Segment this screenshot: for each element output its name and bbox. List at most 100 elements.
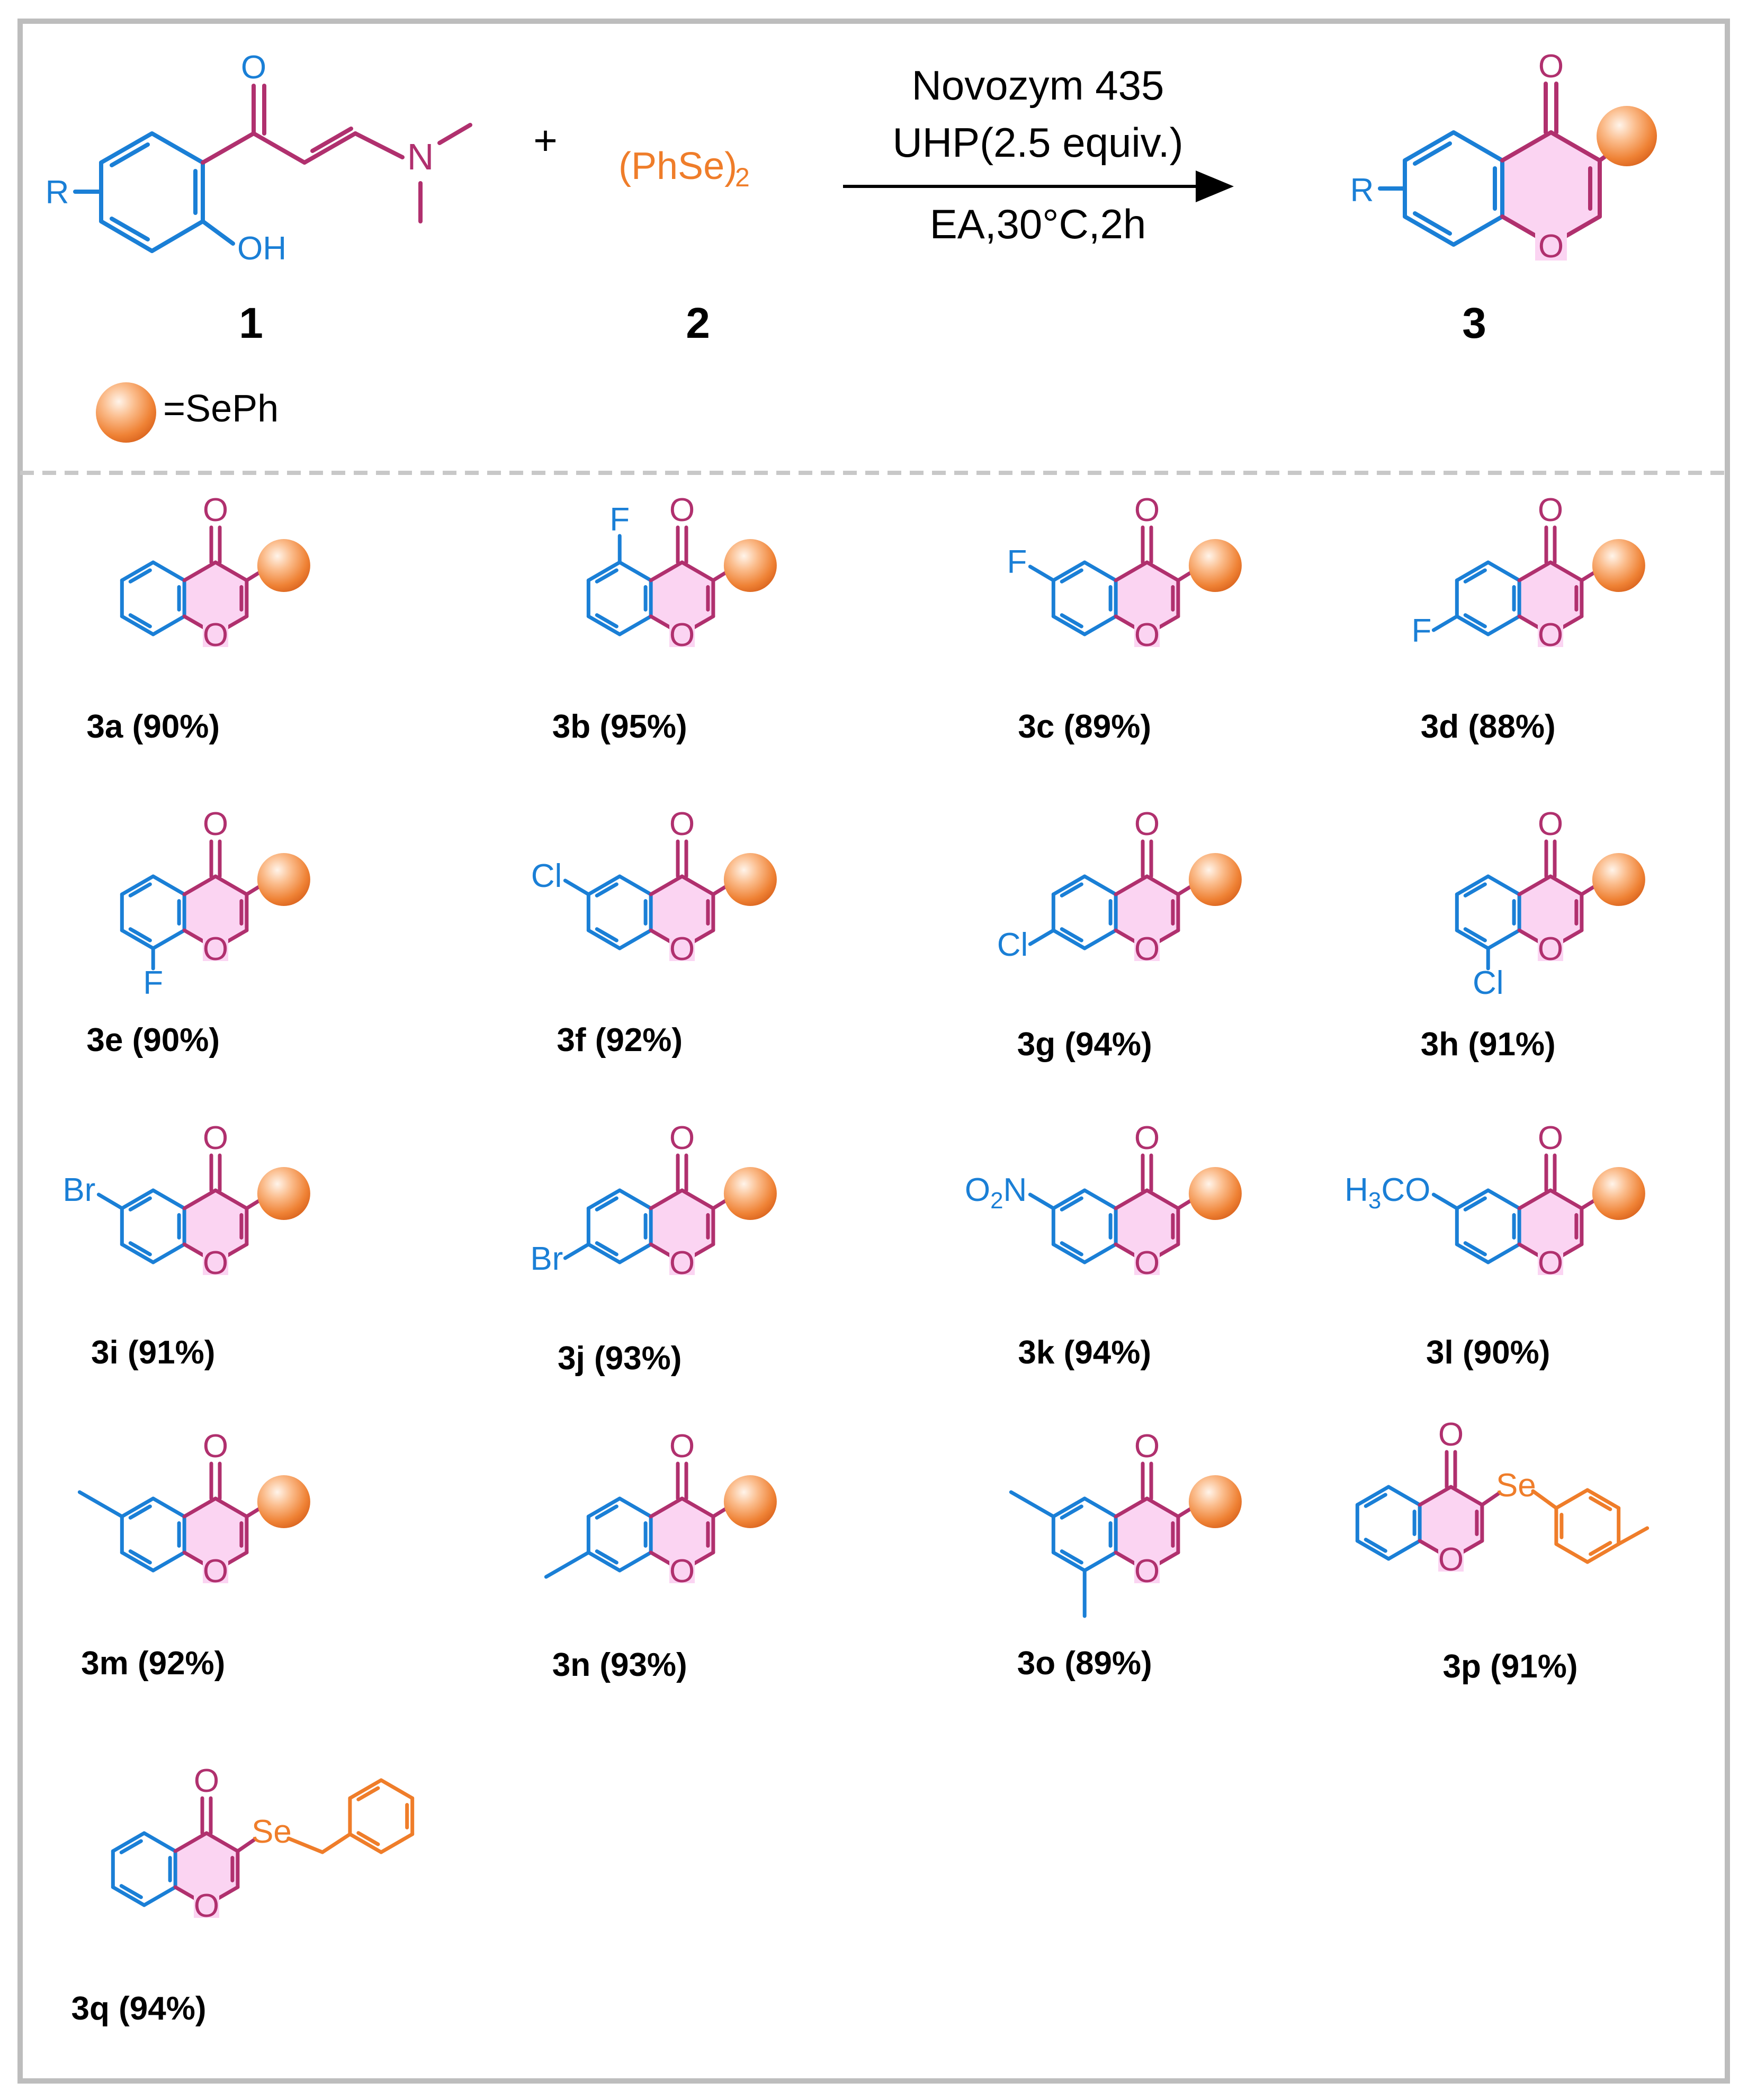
carbonyl-o-label: O bbox=[1538, 48, 1564, 85]
substituent-text: F bbox=[1411, 613, 1431, 649]
substituent-subscript: 3 bbox=[1368, 1188, 1381, 1214]
substituent-text: O bbox=[965, 1172, 990, 1208]
substituent-label: Cl bbox=[531, 858, 562, 894]
ring-oxygen-label: O bbox=[1538, 228, 1564, 265]
ring-oxygen-label: O bbox=[1538, 931, 1563, 967]
substituent-text: Br bbox=[62, 1172, 95, 1208]
carbonyl-o-label: O bbox=[669, 1120, 695, 1156]
compound-number-2: 2 bbox=[686, 299, 710, 347]
product-label: 3e (90%) bbox=[86, 1022, 220, 1058]
compound-number-3: 3 bbox=[1462, 299, 1486, 347]
product-label: 3o (89%) bbox=[1017, 1645, 1152, 1682]
carbonyl-o-label: O bbox=[1134, 1428, 1160, 1465]
seph-ball-icon bbox=[257, 1167, 310, 1220]
substituent-label: F bbox=[143, 965, 163, 1001]
product-structure: O O F 3c (89%) bbox=[1007, 492, 1242, 745]
substituent-text: Cl bbox=[1473, 965, 1504, 1001]
seph-legend: =SePh bbox=[96, 382, 279, 443]
seph-ball-icon bbox=[257, 1475, 310, 1528]
substituent-label: O2N bbox=[965, 1172, 1027, 1214]
carbonyl-o-label: O bbox=[203, 1120, 228, 1156]
seph-ball-icon bbox=[723, 1475, 777, 1528]
carbonyl-o-label: O bbox=[669, 1428, 695, 1465]
seph-ball-icon bbox=[1597, 106, 1657, 166]
product-label: 3l (90%) bbox=[1426, 1334, 1550, 1371]
seph-ball-icon bbox=[1188, 1167, 1242, 1220]
ring-oxygen-label: O bbox=[1438, 1541, 1464, 1578]
ring-oxygen-label: O bbox=[1134, 1553, 1160, 1590]
substituent-label: Br bbox=[530, 1241, 563, 1277]
substituent-text: Cl bbox=[531, 858, 562, 894]
product-label: 3p (91%) bbox=[1443, 1648, 1578, 1685]
ring-oxygen-label: O bbox=[669, 931, 695, 967]
plus-sign: + bbox=[533, 117, 558, 164]
ring-oxygen-label: O bbox=[669, 1245, 695, 1281]
seph-ball-icon bbox=[96, 382, 156, 443]
substituent-label: F bbox=[609, 501, 630, 538]
substituent-text: Br bbox=[530, 1241, 563, 1277]
seph-ball-icon bbox=[723, 853, 777, 906]
product-label: 3d (88%) bbox=[1421, 708, 1556, 745]
substituent-tail: N bbox=[1003, 1172, 1027, 1208]
seph-ball-icon bbox=[1188, 853, 1242, 906]
r-group-label: R bbox=[1350, 172, 1374, 209]
carbonyl-o-label: O bbox=[203, 1428, 228, 1465]
ring-oxygen-label: O bbox=[194, 1888, 219, 1924]
product-3-general: O O R 3 bbox=[1350, 48, 1657, 347]
seph-ball-icon bbox=[1188, 539, 1242, 592]
product-label: 3j (93%) bbox=[558, 1340, 682, 1377]
product-label: 3i (91%) bbox=[91, 1334, 215, 1371]
substituent-label: F bbox=[1411, 613, 1431, 649]
carbonyl-o-label: O bbox=[203, 806, 228, 842]
ring-oxygen-label: O bbox=[669, 1553, 695, 1590]
ring-oxygen-label: O bbox=[1134, 1245, 1160, 1281]
selenium-label: Se bbox=[1496, 1467, 1536, 1504]
carbonyl-o-label: O bbox=[1134, 492, 1160, 528]
seph-ball-icon bbox=[723, 1167, 777, 1220]
product-label: 3g (94%) bbox=[1017, 1026, 1152, 1063]
reagent-2-subscript: 2 bbox=[735, 163, 750, 192]
ring-oxygen-label: O bbox=[1538, 1245, 1563, 1281]
carbonyl-o-label: O bbox=[241, 49, 266, 86]
substituent-text: Cl bbox=[997, 927, 1028, 963]
product-label: 3a (90%) bbox=[86, 708, 220, 745]
seph-ball-icon bbox=[1592, 539, 1645, 592]
substituent-subscript: 2 bbox=[990, 1188, 1003, 1214]
legend-text: =SePh bbox=[163, 388, 279, 430]
substituent-text: F bbox=[1007, 544, 1027, 580]
seph-ball-icon bbox=[257, 539, 310, 592]
product-label: 3k (94%) bbox=[1018, 1334, 1151, 1371]
product-structure: O O 3o (89%) bbox=[1009, 1428, 1242, 1682]
substituent-text: F bbox=[609, 501, 630, 538]
nitrogen-label: N bbox=[407, 136, 434, 177]
selenium-label: Se bbox=[252, 1814, 292, 1850]
ring-oxygen-label: O bbox=[1134, 617, 1160, 653]
product-label: 3c (89%) bbox=[1018, 708, 1151, 745]
substituent-label: Cl bbox=[1473, 965, 1504, 1001]
ring-oxygen-label: O bbox=[1538, 617, 1563, 653]
condition-solvent-temp-time: EA,30°C,2h bbox=[930, 201, 1146, 247]
substituent-label: Br bbox=[62, 1172, 95, 1208]
ring-oxygen-label: O bbox=[203, 931, 228, 967]
product-structure: O O F 3e (90%) bbox=[86, 806, 310, 1058]
seph-ball-icon bbox=[257, 853, 310, 906]
ring-oxygen-label: O bbox=[669, 617, 695, 653]
product-label: 3f (92%) bbox=[557, 1022, 683, 1058]
substituent-label: Cl bbox=[997, 927, 1028, 963]
seph-ball-icon bbox=[723, 539, 777, 592]
substituent-label: H3CO bbox=[1344, 1172, 1430, 1214]
outer-frame bbox=[17, 19, 1730, 2084]
seph-ball-icon bbox=[1592, 1167, 1645, 1220]
